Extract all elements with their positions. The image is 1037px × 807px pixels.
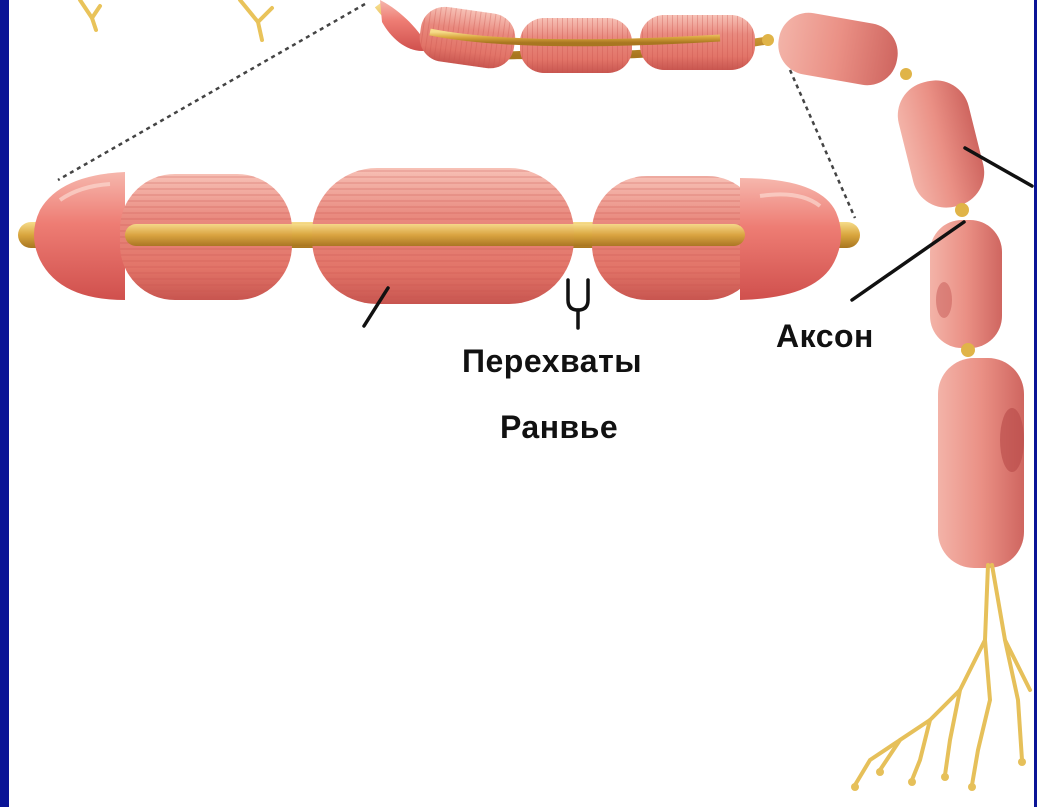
- axon-descending: [774, 8, 1024, 568]
- dendrite-fragments: [80, 0, 272, 40]
- axon-label: Аксон: [776, 318, 874, 355]
- enlarged-axon-segment: [18, 168, 860, 304]
- terminal-knobs: [851, 758, 1026, 791]
- axon-terminals: [855, 565, 1030, 785]
- nodes-of-ranvier-label-line2: Ранвье: [500, 409, 618, 446]
- axon-top-segment: [378, 0, 774, 73]
- nodes-of-ranvier-label-line1: Перехваты: [462, 343, 642, 380]
